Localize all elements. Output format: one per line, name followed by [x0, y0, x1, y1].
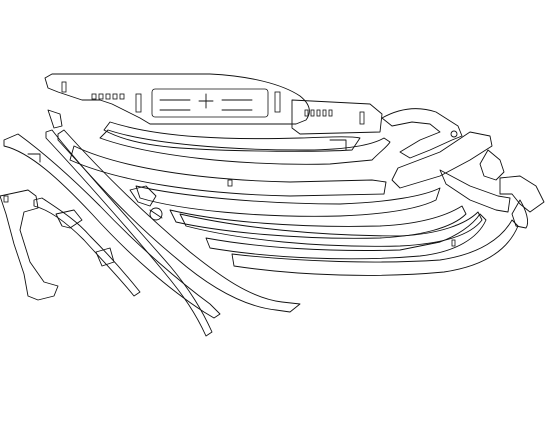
- left-strip-3: [47, 109, 63, 129]
- rib-8: [231, 219, 519, 276]
- tail-stand: [391, 131, 545, 229]
- left-triangle-bracket: [0, 189, 59, 301]
- front-angled-plate: [381, 108, 463, 159]
- left-strip-1: [3, 133, 221, 319]
- rib-1: [103, 121, 361, 152]
- left-strip-2: [45, 129, 213, 337]
- clip-parts: [129, 185, 163, 221]
- rib-2: [99, 129, 391, 165]
- rib-5: [169, 205, 467, 239]
- long-diagonal-strip: [57, 129, 301, 313]
- upper-right-plate: [291, 99, 383, 135]
- rib-3: [69, 145, 387, 197]
- rib-7: [205, 213, 487, 260]
- top-plate: [44, 73, 310, 125]
- rib-6: [179, 211, 483, 247]
- rib-4: [135, 185, 441, 217]
- pointer-strip: [33, 197, 141, 297]
